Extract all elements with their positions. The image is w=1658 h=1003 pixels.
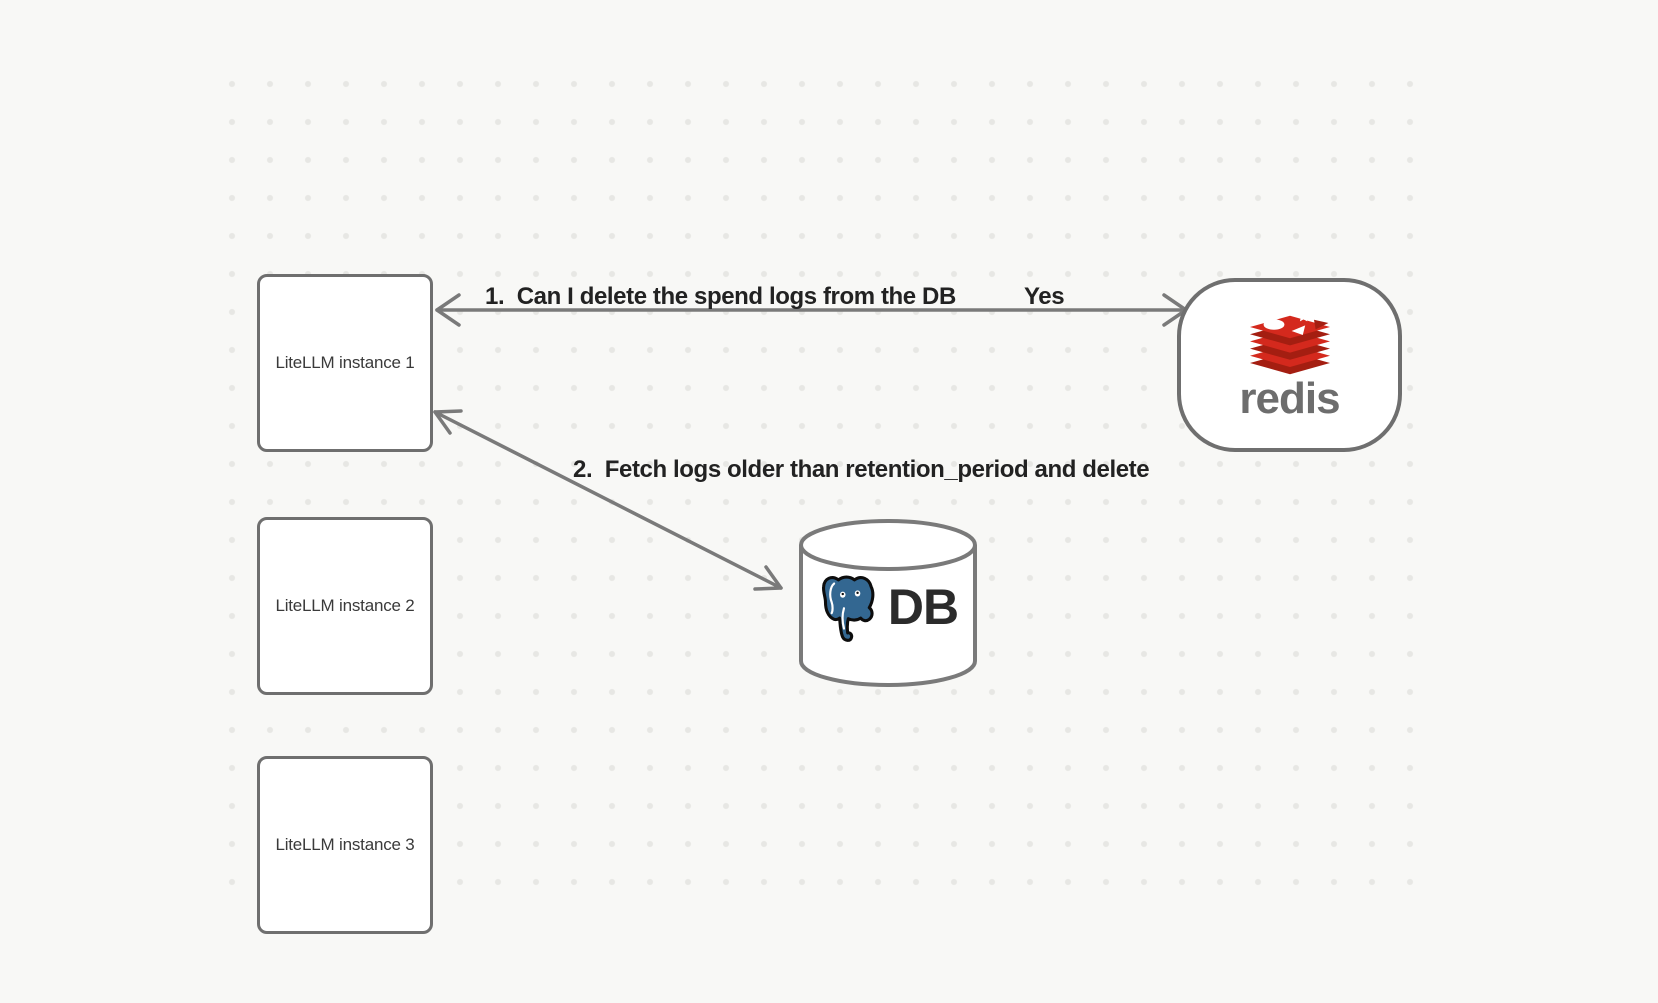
redis-triangle-shape xyxy=(1291,325,1305,335)
redis-node: redis xyxy=(1177,278,1402,452)
edge-1-label: 1. Can I delete the spend logs from the … xyxy=(485,283,956,310)
db-label: DB xyxy=(887,579,959,635)
edge-1-answer-label: Yes xyxy=(1024,283,1065,310)
edge-2-label: 2. Fetch logs older than retention_perio… xyxy=(573,456,1150,483)
redis-wordmark: redis xyxy=(1239,374,1340,423)
redis-star-shape xyxy=(1297,311,1309,322)
litellm-instance-2-node: LiteLLM instance 2 xyxy=(257,517,433,695)
postgresql-elephant-icon xyxy=(821,575,875,642)
litellm-instance-3-node: LiteLLM instance 3 xyxy=(257,756,433,934)
litellm-instance-3-label: LiteLLM instance 3 xyxy=(275,835,415,854)
redis-stack-icon xyxy=(1249,311,1330,375)
litellm-instance-1-label: LiteLLM instance 1 xyxy=(275,353,415,372)
redis-circle-shape xyxy=(1263,319,1284,330)
litellm-instance-1-node: LiteLLM instance 1 xyxy=(257,274,433,452)
litellm-instance-2-label: LiteLLM instance 2 xyxy=(275,596,415,615)
database-node: DB xyxy=(798,518,978,688)
redis-wedge-shape xyxy=(1313,319,1328,330)
